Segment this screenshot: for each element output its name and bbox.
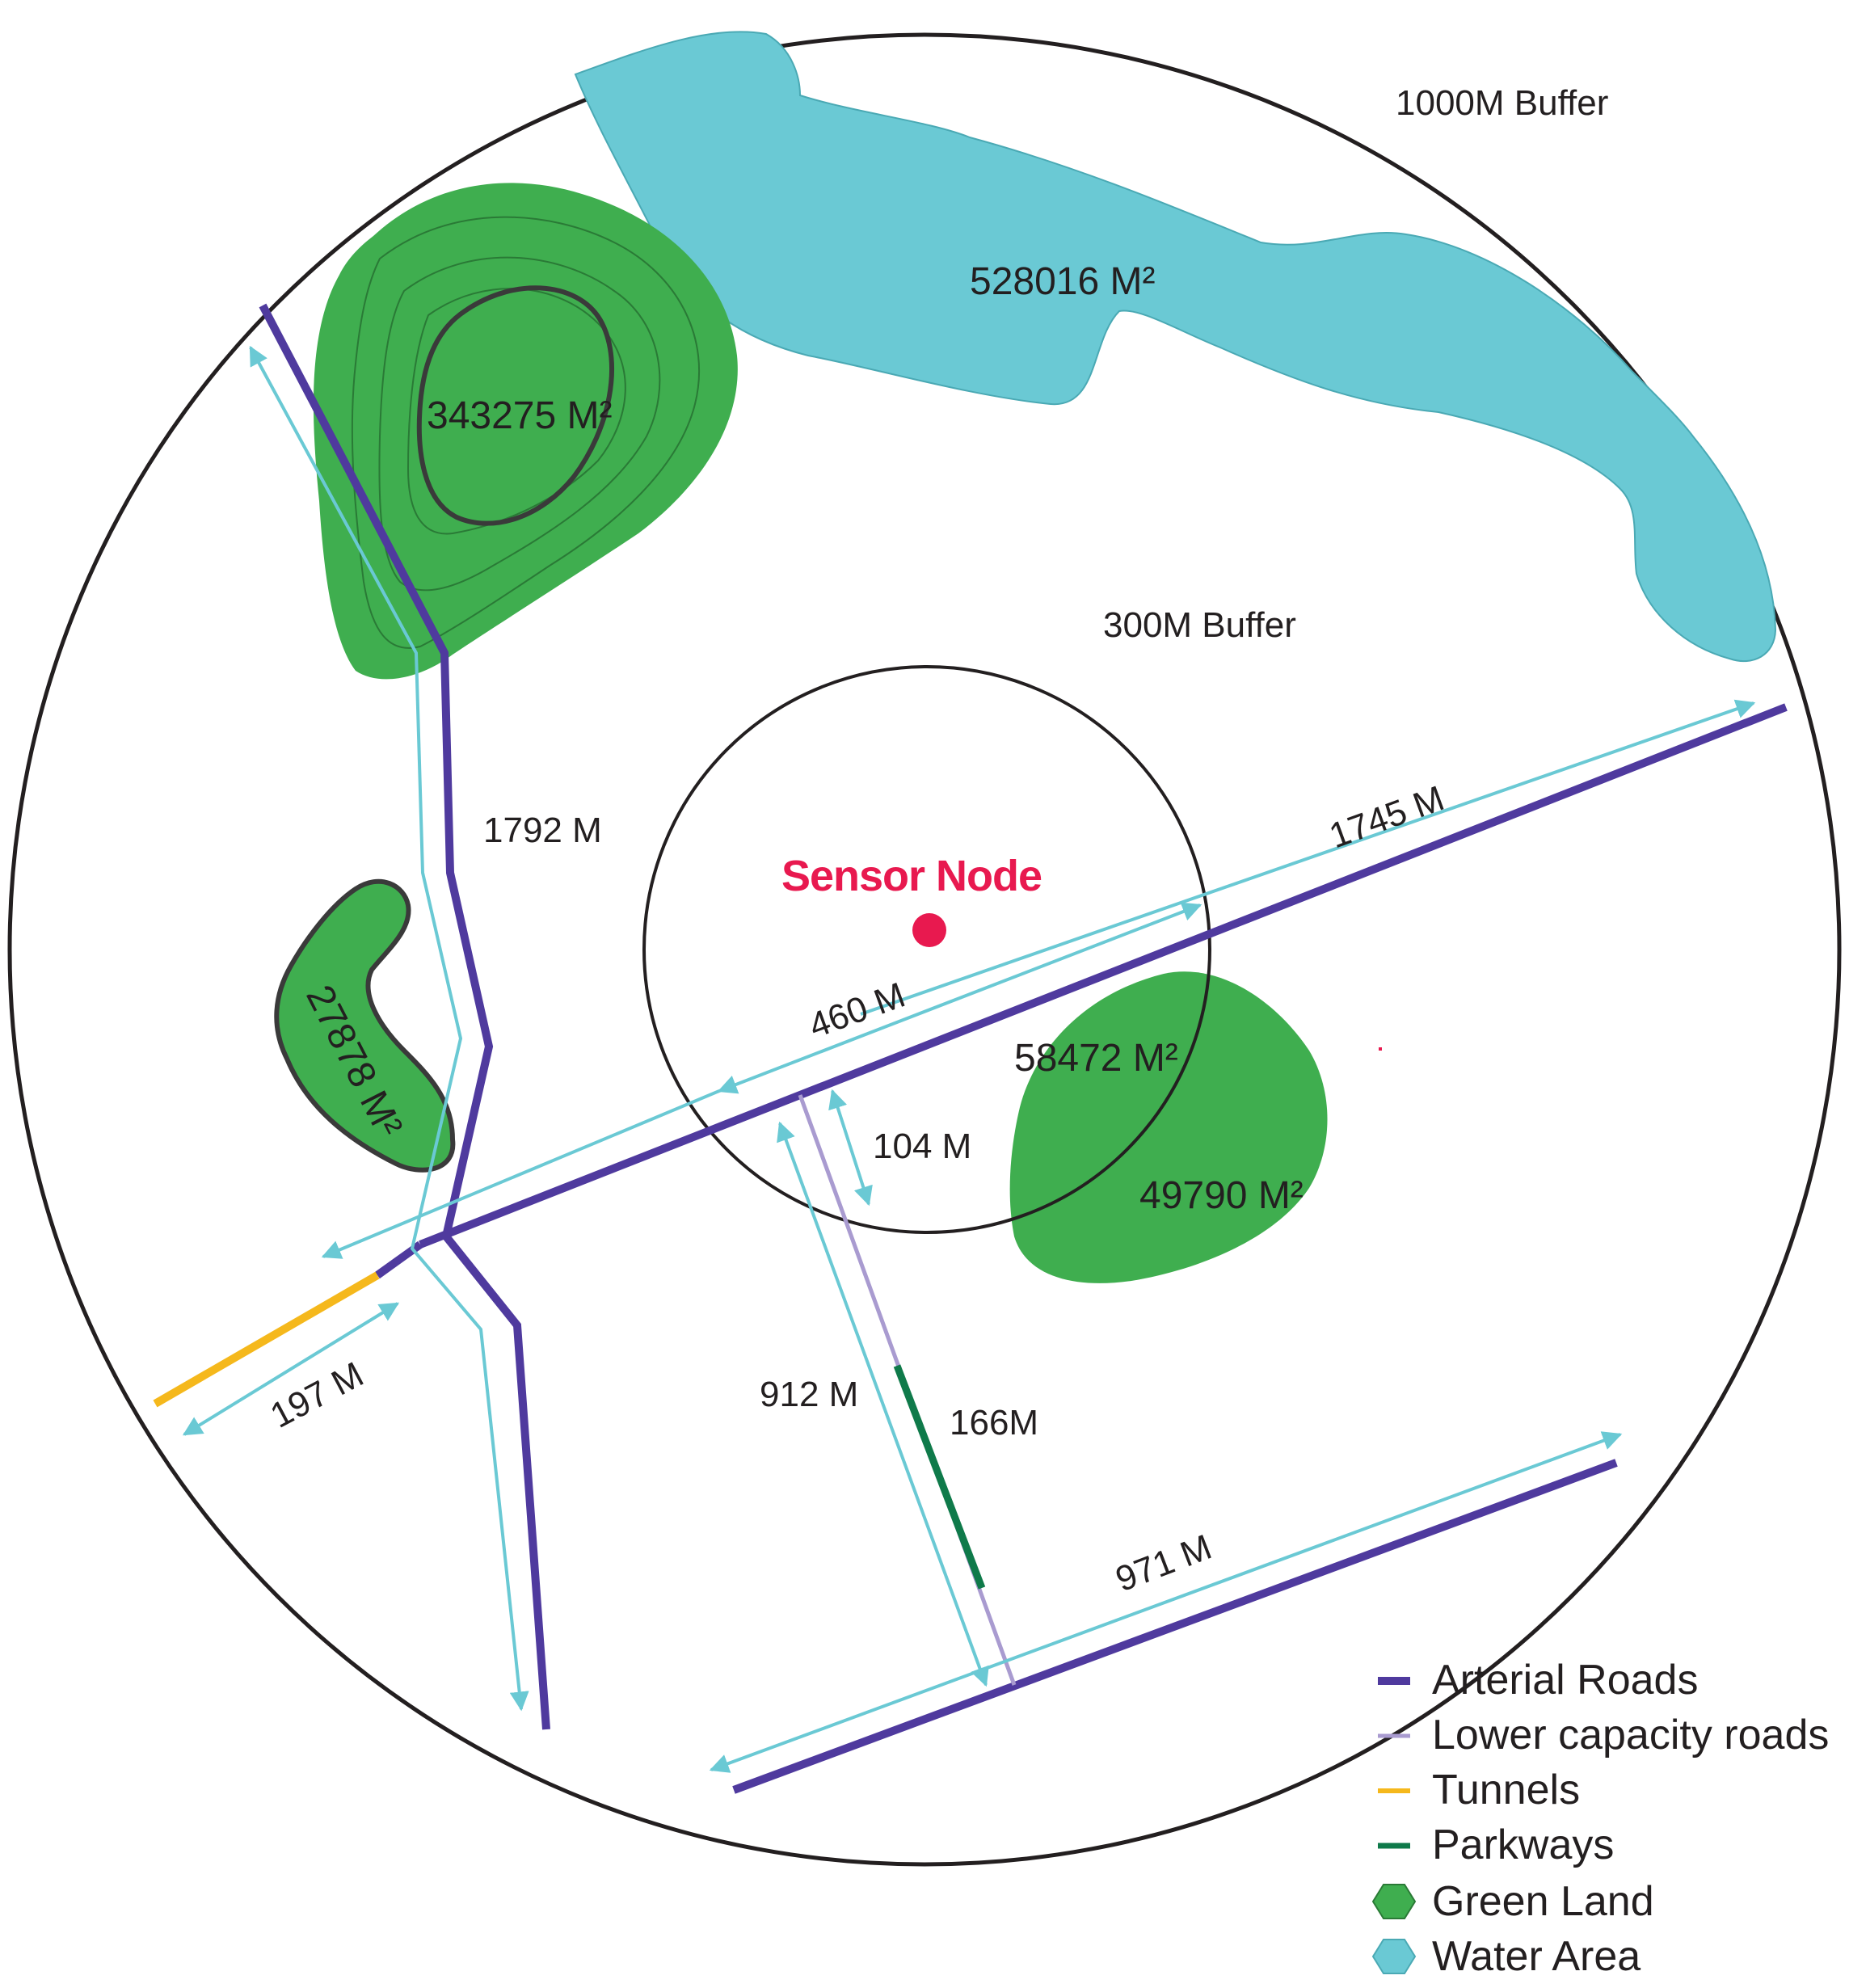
legend-tunnel-label: Tunnels: [1432, 1767, 1580, 1813]
distance-1792-label: 1792 M: [483, 811, 602, 850]
green-se-inner-label: 58472 M²: [1014, 1037, 1178, 1080]
legend-water-label: Water Area: [1432, 1933, 1641, 1980]
distance-912-label: 912 M: [760, 1375, 858, 1414]
outer-buffer-label: 1000M Buffer: [1396, 83, 1608, 123]
legend-lower-label: Lower capacity roads: [1432, 1712, 1829, 1758]
legend-parkway-label: Parkways: [1432, 1822, 1614, 1868]
arrow-460-centre: [717, 902, 1202, 1094]
legend-arterial-label: Arterial Roads: [1432, 1657, 1698, 1704]
legend-water-hexagon-icon: [1371, 1939, 1417, 1974]
stray-dot: [1379, 1047, 1382, 1051]
inner-buffer-label: 300M Buffer: [1103, 605, 1296, 645]
distance-104-label: 104 M: [873, 1127, 971, 1166]
arrow-1792-west: [249, 345, 529, 1712]
green-se-outer-label: 49790 M²: [1139, 1174, 1304, 1217]
arrow-971-south: [709, 1431, 1623, 1773]
distance-166-label: 166M: [950, 1403, 1038, 1443]
legend: Arterial Roads Lower capacity roads Tunn…: [1371, 1657, 1829, 1980]
legend-green-hexagon-icon: [1371, 1884, 1417, 1919]
water-area-label: 528016 M²: [970, 260, 1155, 303]
water-area: [574, 31, 1777, 663]
legend-green-label: Green Land: [1432, 1878, 1654, 1925]
green-north-label: 343275 M²: [427, 394, 612, 437]
arrow-197-tunnel: [182, 1302, 400, 1436]
arrow-to-arterial-lower: [321, 1089, 720, 1259]
sensor-node-label: Sensor Node: [781, 852, 1042, 900]
sensor-node-dot: [912, 913, 946, 947]
